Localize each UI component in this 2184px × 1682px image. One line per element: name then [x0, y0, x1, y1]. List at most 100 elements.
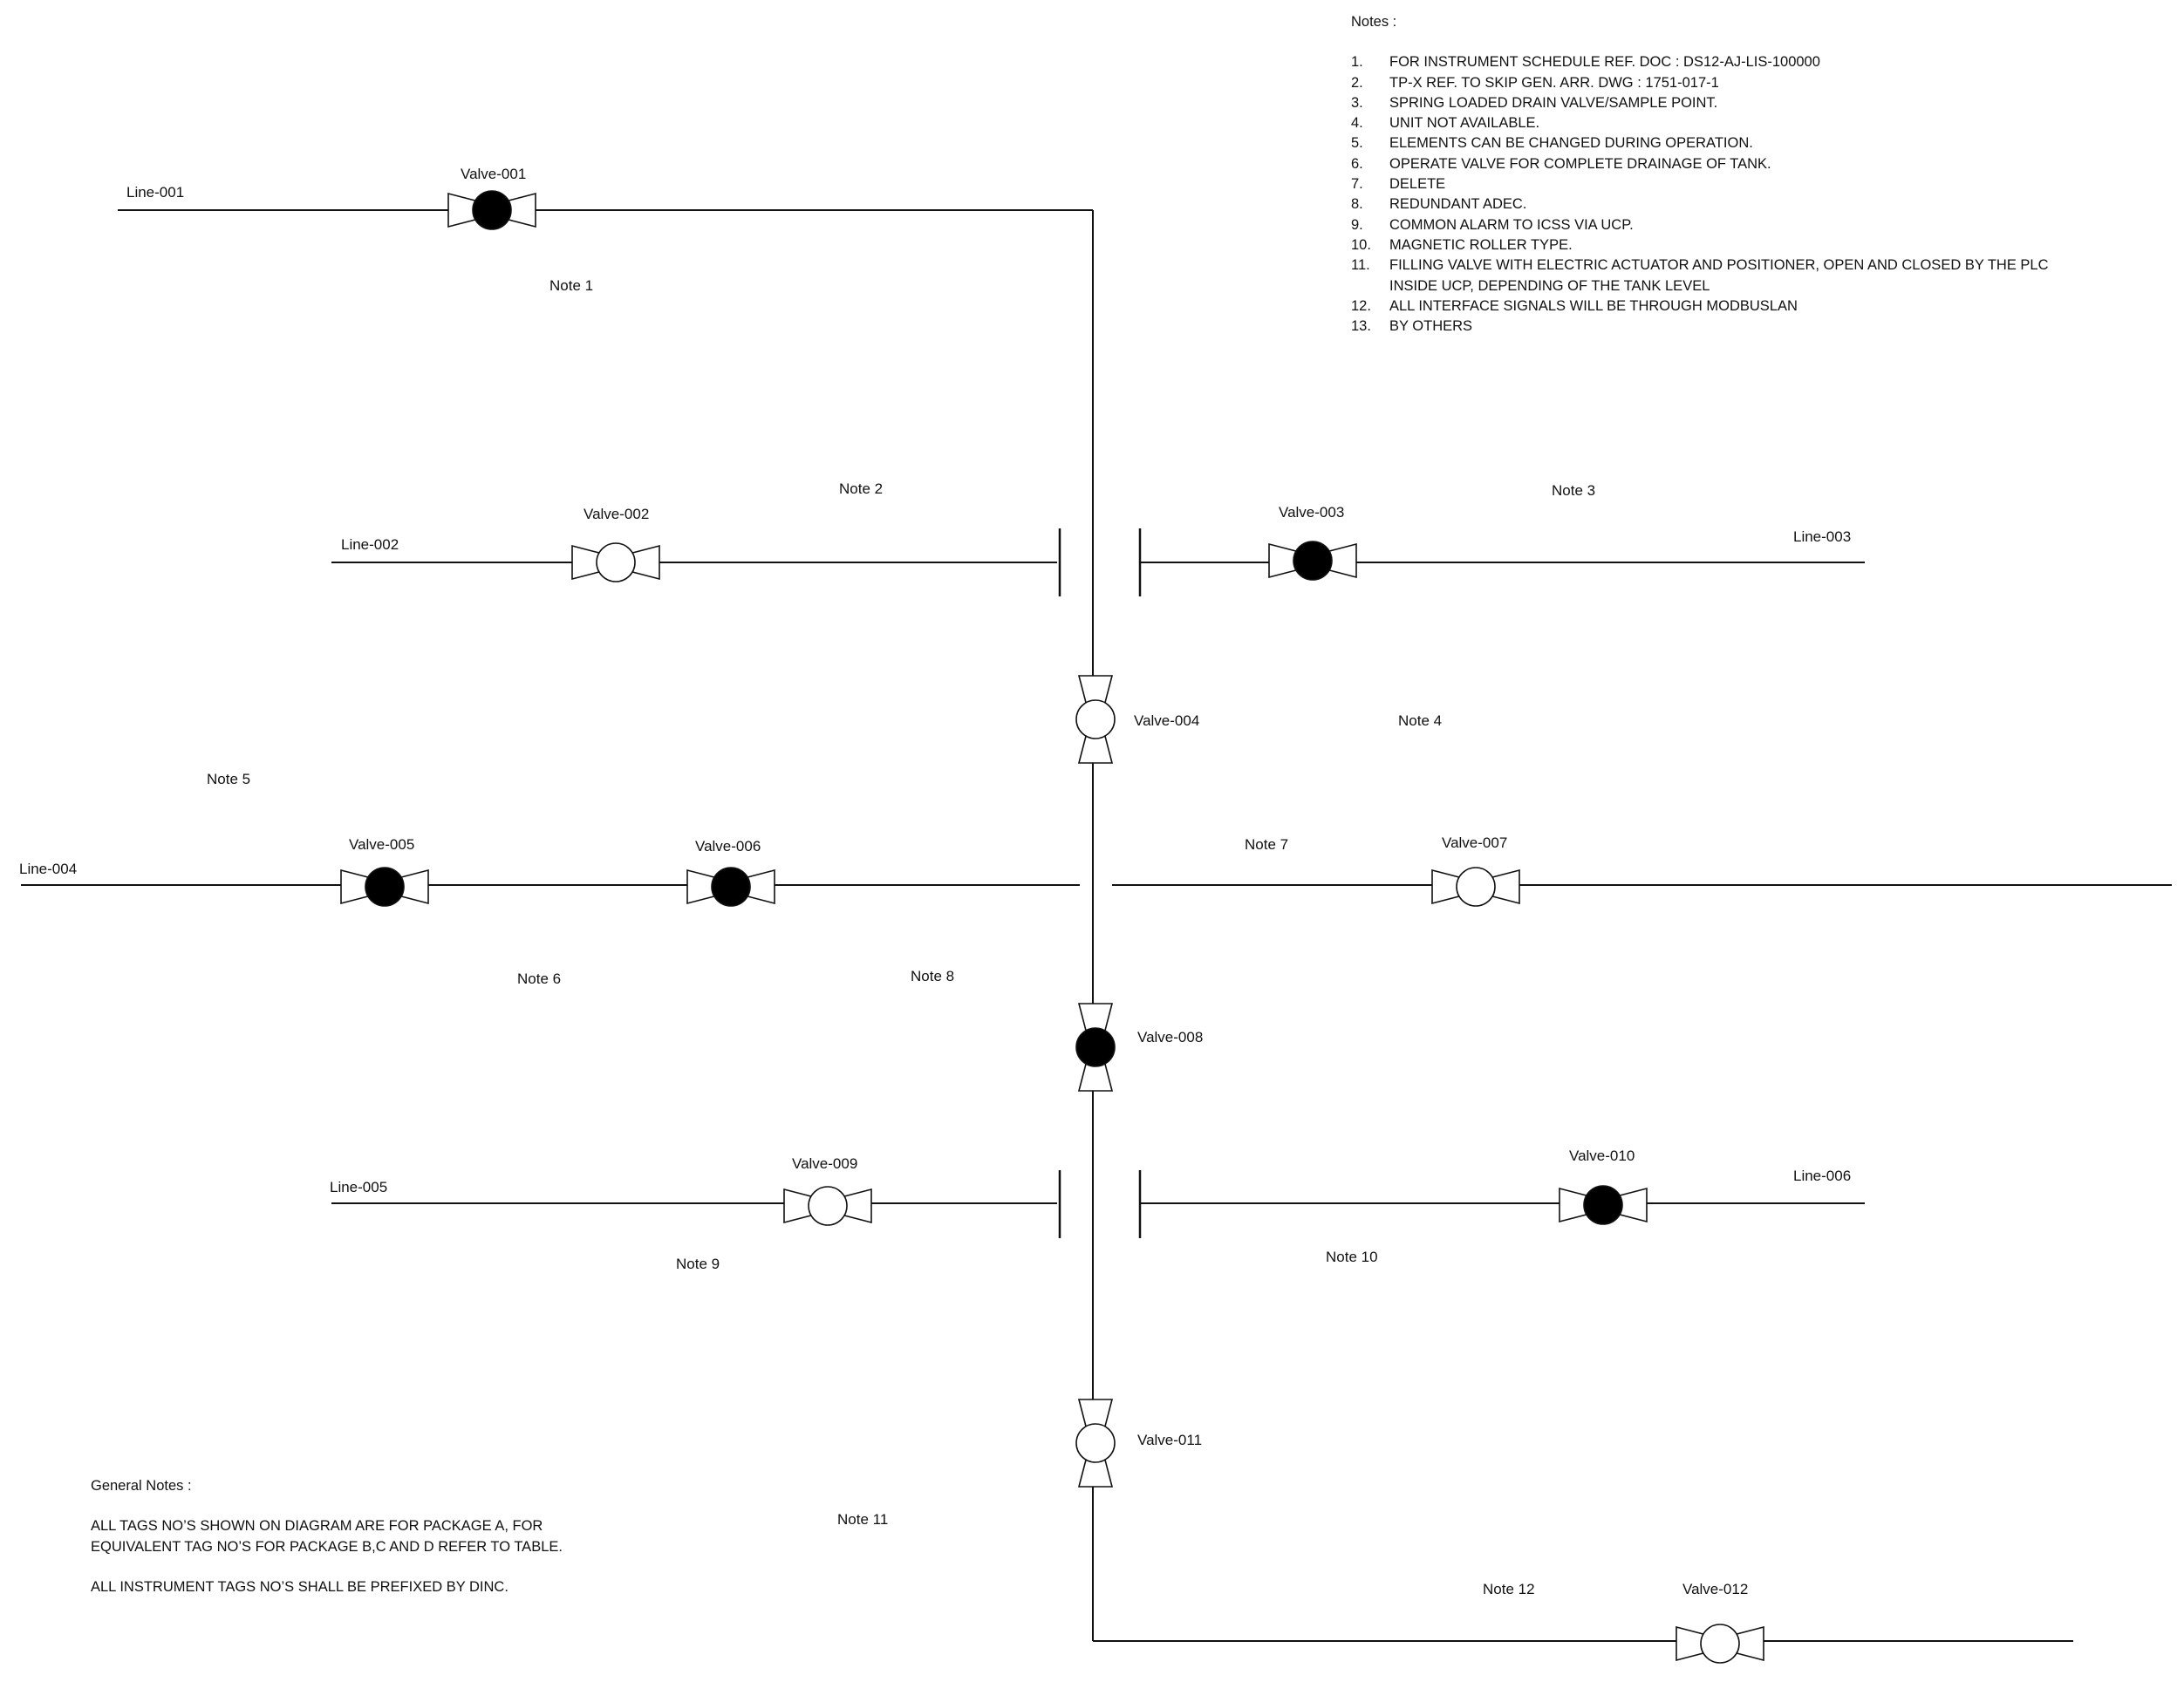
note-text: DELETE	[1389, 176, 1446, 193]
note-callout-3: Note 3	[1552, 482, 1595, 499]
valve-actuator-filled	[1075, 1027, 1116, 1067]
valve-tag-006: Valve-006	[695, 838, 761, 855]
line-label-004: Line-004	[19, 861, 77, 877]
valve-tag-008: Valve-008	[1137, 1029, 1203, 1045]
valve-010	[1559, 1185, 1648, 1225]
valve-004	[1075, 675, 1116, 764]
line-label-005: Line-005	[330, 1179, 387, 1195]
note-text: INSIDE UCP, DEPENDING OF THE TANK LEVEL	[1389, 277, 1710, 294]
valve-actuator-filled	[1583, 1185, 1623, 1225]
note-callout-12: Note 12	[1483, 1581, 1535, 1597]
note-number: 5.	[1351, 135, 1363, 152]
valve-group	[340, 190, 1764, 1664]
general-note-1-line-2: EQUIVALENT TAG NO’S FOR PACKAGE B,C AND …	[91, 1538, 563, 1555]
note-item: 3. SPRING LOADED DRAIN VALVE/SAMPLE POINT…	[1351, 93, 2136, 113]
note-number: 6.	[1351, 155, 1363, 172]
note-item: 10. MAGNETIC ROLLER TYPE.	[1351, 235, 2136, 255]
valve-actuator-filled	[711, 867, 751, 907]
note-text: UNIT NOT AVAILABLE.	[1389, 115, 1540, 132]
general-note-2: ALL INSTRUMENT TAGS NO’S SHALL BE PREFIX…	[91, 1578, 508, 1595]
valve-actuator-open	[1700, 1624, 1740, 1664]
note-item: 9. COMMON ALARM TO ICSS VIA UCP.	[1351, 215, 2136, 235]
note-text: ELEMENTS CAN BE CHANGED DURING OPERATION…	[1389, 135, 1753, 152]
note-number: 7.	[1351, 176, 1363, 193]
note-item: 7. DELETE	[1351, 174, 2136, 194]
note-number: 12.	[1351, 297, 1371, 314]
note-callout-2: Note 2	[839, 480, 883, 497]
note-text: SPRING LOADED DRAIN VALVE/SAMPLE POINT.	[1389, 94, 1718, 111]
valve-008	[1075, 1003, 1116, 1092]
note-item: 2. TP-X REF. TO SKIP GEN. ARR. DWG : 1751…	[1351, 73, 2136, 93]
note-number: 3.	[1351, 94, 1363, 111]
valve-tag-009: Valve-009	[792, 1155, 857, 1172]
valve-actuator-open	[1456, 867, 1496, 907]
note-callout-4: Note 4	[1398, 712, 1442, 729]
valve-tag-010: Valve-010	[1569, 1147, 1635, 1164]
note-callout-8: Note 8	[911, 968, 954, 984]
valve-007	[1431, 867, 1520, 907]
note-number: 13.	[1351, 318, 1371, 335]
notes-list: 1. FOR INSTRUMENT SCHEDULE REF. DOC : DS1…	[1351, 52, 2136, 337]
valve-tag-003: Valve-003	[1279, 504, 1344, 521]
notes-title: Notes :	[1351, 14, 1397, 30]
valve-001	[447, 190, 536, 230]
note-item: 1. FOR INSTRUMENT SCHEDULE REF. DOC : DS1…	[1351, 52, 2136, 72]
note-text: BY OTHERS	[1389, 318, 1473, 335]
valve-tag-012: Valve-012	[1682, 1581, 1748, 1597]
note-number: 9.	[1351, 216, 1363, 233]
valve-009	[783, 1186, 872, 1226]
valve-002	[571, 542, 660, 582]
note-number: 11.	[1351, 257, 1370, 274]
valve-tag-007: Valve-007	[1442, 834, 1507, 851]
valve-tag-011: Valve-011	[1137, 1432, 1202, 1448]
general-notes: General Notes : ALL TAGS NO’S SHOWN ON D…	[91, 1476, 579, 1597]
note-item: 6.OPERATE VALVE FOR COMPLETE DRAINAGE OF…	[1351, 154, 2136, 174]
general-notes-title: General Notes :	[91, 1478, 192, 1494]
valve-actuator-open	[808, 1186, 848, 1226]
note-callout-5: Note 5	[207, 771, 250, 787]
valve-actuator-open	[1075, 1423, 1116, 1463]
note-text: ALL INTERFACE SIGNALS WILL BE THROUGH MO…	[1389, 297, 1798, 314]
note-number: 1.	[1351, 54, 1363, 71]
note-callout-1: Note 1	[549, 277, 593, 294]
note-text: REDUNDANT ADEC.	[1389, 196, 1527, 213]
note-text: FOR INSTRUMENT SCHEDULE REF. DOC : DS12-…	[1389, 54, 1820, 71]
note-number	[1351, 276, 1389, 296]
note-callout-9: Note 9	[676, 1256, 720, 1272]
valve-006	[686, 867, 775, 907]
valve-actuator-open	[596, 542, 636, 582]
note-text: MAGNETIC ROLLER TYPE.	[1389, 236, 1573, 253]
valve-011	[1075, 1399, 1116, 1488]
note-text: FILLING VALVE WITH ELECTRIC ACTUATOR AND…	[1389, 257, 2049, 274]
note-callout-11: Note 11	[837, 1511, 888, 1528]
note-text: TP-X REF. TO SKIP GEN. ARR. DWG : 1751-0…	[1389, 74, 1719, 91]
line-label-006: Line-006	[1793, 1168, 1851, 1184]
general-note-1-line-1: ALL TAGS NO’S SHOWN ON DIAGRAM ARE FOR P…	[91, 1518, 543, 1535]
line-label-003: Line-003	[1793, 528, 1851, 545]
note-number: 4.	[1351, 115, 1363, 132]
note-callout-6: Note 6	[517, 970, 561, 987]
note-item: 11. FILLING VALVE WITH ELECTRIC ACTUATOR …	[1351, 255, 2136, 276]
notes-panel: Notes : 1. FOR INSTRUMENT SCHEDULE REF. D…	[1351, 12, 2136, 337]
note-text: COMMON ALARM TO ICSS VIA UCP.	[1389, 216, 1634, 233]
valve-tag-002: Valve-002	[584, 506, 649, 522]
valve-tag-005: Valve-005	[349, 836, 414, 853]
valve-actuator-open	[1075, 699, 1116, 739]
line-label-002: Line-002	[341, 536, 399, 553]
valve-actuator-filled	[1293, 541, 1333, 581]
note-item: 12. ALL INTERFACE SIGNALS WILL BE THROUGH…	[1351, 296, 2136, 317]
note-callout-7: Note 7	[1245, 836, 1288, 853]
valve-tag-004: Valve-004	[1134, 712, 1199, 729]
valve-012	[1676, 1624, 1764, 1664]
note-number: 10.	[1351, 236, 1371, 253]
note-item: 5. ELEMENTS CAN BE CHANGED DURING OPERATI…	[1351, 133, 2136, 153]
line-label-001: Line-001	[126, 184, 184, 201]
valve-tag-001: Valve-001	[461, 166, 526, 182]
note-number: 2.	[1351, 74, 1363, 91]
note-number: 8.	[1351, 196, 1363, 213]
note-item: 4. UNIT NOT AVAILABLE.	[1351, 113, 2136, 133]
valve-actuator-filled	[472, 190, 512, 230]
valve-005	[340, 867, 429, 907]
valve-003	[1268, 541, 1357, 581]
